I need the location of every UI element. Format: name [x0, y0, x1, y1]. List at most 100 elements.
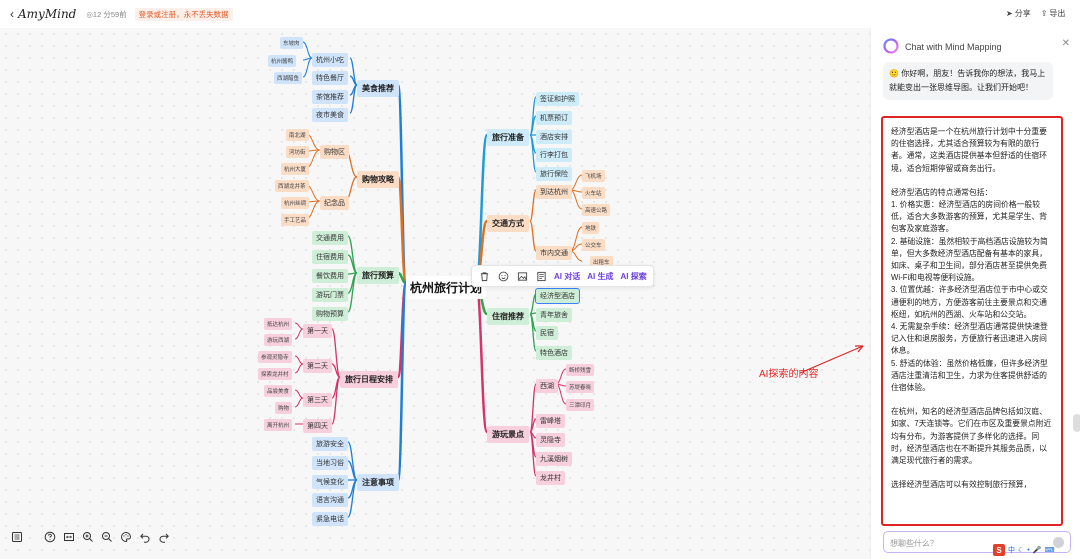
- leaf-node[interactable]: 河坊街: [286, 146, 309, 158]
- note-icon[interactable]: [535, 270, 547, 282]
- leaf-node[interactable]: 杭州大厦: [281, 163, 310, 175]
- branch-itinerary[interactable]: 旅行日程安排: [340, 371, 398, 388]
- branch-food[interactable]: 美食推荐: [357, 80, 399, 97]
- emoji-icon[interactable]: [497, 270, 509, 282]
- sub-node[interactable]: 特色餐厅: [312, 71, 348, 85]
- leaf-node[interactable]: 杭州丝绸: [281, 197, 310, 209]
- answer-paragraph: 选择经济型酒店可以有效控制旅行预算，: [891, 480, 1032, 490]
- leaf-node[interactable]: 手工艺品: [281, 214, 310, 226]
- sub-node[interactable]: 九溪烟树: [536, 452, 572, 466]
- send-button[interactable]: [1053, 537, 1064, 548]
- chevron-left-icon[interactable]: ‹: [10, 7, 14, 21]
- sub-node[interactable]: 旅游安全: [312, 437, 348, 451]
- leaf-node[interactable]: 公交车: [582, 239, 605, 251]
- sub-node[interactable]: 购物区: [320, 145, 349, 159]
- sub-node[interactable]: 第一天: [303, 324, 332, 338]
- close-icon[interactable]: ✕: [1061, 38, 1070, 49]
- leaf-node[interactable]: 西湖醋鱼: [274, 72, 303, 84]
- outline-icon[interactable]: [10, 530, 23, 543]
- leaf-node[interactable]: 抵达杭州: [264, 318, 293, 330]
- mindmap-canvas[interactable]: 杭州旅行计划 美食推荐 杭州小吃 特色餐厅 茶馆推荐 夜市美食 东坡肉 杭州酱鸭…: [0, 28, 870, 559]
- zoom-out-icon[interactable]: [100, 530, 113, 543]
- sub-node[interactable]: 第三天: [303, 393, 332, 407]
- theme-icon[interactable]: [119, 530, 132, 543]
- sub-node[interactable]: 交通费用: [312, 231, 348, 245]
- export-button[interactable]: ⇪导出: [1040, 9, 1066, 18]
- sub-node[interactable]: 西湖: [536, 379, 558, 393]
- sub-node[interactable]: 游玩门票: [312, 288, 348, 302]
- sub-node[interactable]: 青年旅舍: [536, 308, 572, 322]
- redo-icon[interactable]: [157, 530, 170, 543]
- chat-input[interactable]: 想聊些什么？: [883, 531, 1071, 553]
- sub-node[interactable]: 特色酒店: [536, 346, 572, 360]
- leaf-node[interactable]: 火车站: [582, 187, 605, 199]
- sub-node[interactable]: 旅行保险: [536, 167, 572, 181]
- leaf-node[interactable]: 游玩西湖: [264, 334, 293, 346]
- sub-node[interactable]: 机票预订: [536, 111, 572, 125]
- leaf-node[interactable]: 飞机场: [582, 170, 605, 182]
- sub-node[interactable]: 龙井村: [536, 471, 565, 485]
- leaf-node[interactable]: 南北湖: [286, 129, 309, 141]
- branch-shopping[interactable]: 购物攻略: [357, 171, 399, 188]
- answer-paragraph: 经济型酒店是一个在杭州旅行计划中十分重要的住宿选择，尤其适合预算较为有限的旅行者…: [891, 127, 1047, 173]
- leaf-node[interactable]: 三潭印月: [566, 399, 595, 411]
- sub-node[interactable]: 第二天: [303, 359, 332, 373]
- leaf-node[interactable]: 断桥残雪: [566, 364, 595, 376]
- sub-node[interactable]: 茶馆推荐: [312, 90, 348, 104]
- fit-screen-icon[interactable]: [62, 530, 75, 543]
- branch-transport[interactable]: 交通方式: [487, 215, 529, 232]
- connector-sub: [529, 313, 537, 352]
- branch-lodging[interactable]: 住宿推荐: [487, 308, 529, 325]
- branch-budget[interactable]: 旅行预算: [357, 267, 399, 284]
- sub-node[interactable]: 气候变化: [312, 475, 348, 489]
- leaf-node[interactable]: 参观灵隐寺: [258, 351, 292, 363]
- sub-node[interactable]: 第四天: [303, 419, 332, 433]
- leaf-node[interactable]: 地铁: [582, 222, 600, 234]
- sogou-icon[interactable]: S: [993, 544, 1005, 556]
- sub-node[interactable]: 民宿: [536, 326, 558, 340]
- sub-node[interactable]: 市内交通: [536, 246, 572, 260]
- leaf-node[interactable]: 杭州酱鸭: [268, 55, 297, 67]
- share-button[interactable]: ➤分享: [1006, 9, 1031, 18]
- branch-prep[interactable]: 旅行准备: [487, 129, 529, 146]
- connector-main: [396, 175, 408, 285]
- image-icon[interactable]: [516, 270, 528, 282]
- login-tip-button[interactable]: 登录或注册，永不丢失数据: [134, 7, 233, 21]
- ai-chat-button[interactable]: AI 对话: [554, 271, 581, 281]
- help-icon[interactable]: [43, 530, 56, 543]
- sub-node[interactable]: 当地习俗: [312, 456, 348, 470]
- sub-node[interactable]: 签证和护照: [536, 92, 579, 106]
- sub-node[interactable]: 雷峰塔: [536, 414, 565, 428]
- zoom-in-icon[interactable]: [81, 530, 94, 543]
- connector-leaf: [294, 397, 304, 408]
- sub-node[interactable]: 语言沟通: [312, 493, 348, 507]
- sub-node[interactable]: 杭州小吃: [312, 53, 348, 67]
- leaf-node[interactable]: 东坡肉: [280, 37, 303, 49]
- scrollbar-handle[interactable]: [1073, 414, 1080, 432]
- center-node[interactable]: 杭州旅行计划: [406, 276, 487, 299]
- sub-node[interactable]: 纪念品: [320, 196, 349, 210]
- ai-generate-button[interactable]: AI 生成: [587, 271, 614, 281]
- ai-explore-button[interactable]: AI 探索: [620, 271, 647, 281]
- sub-node[interactable]: 酒店安排: [536, 130, 572, 144]
- branch-sights[interactable]: 游玩景点: [487, 426, 529, 443]
- leaf-node[interactable]: 苏堤春晓: [566, 381, 595, 393]
- sub-node[interactable]: 住宿费用: [312, 250, 348, 264]
- leaf-node[interactable]: 探索龙井村: [258, 368, 292, 380]
- sub-node[interactable]: 购物预算: [312, 307, 348, 321]
- delete-icon[interactable]: [478, 270, 490, 282]
- sub-node[interactable]: 行李打包: [536, 148, 572, 162]
- leaf-node[interactable]: 离开杭州: [264, 419, 293, 431]
- leaf-node[interactable]: 西湖龙井茶: [275, 180, 309, 192]
- sub-node[interactable]: 夜市美食: [312, 108, 348, 122]
- leaf-node[interactable]: 高速公路: [582, 204, 611, 216]
- sub-node[interactable]: 紧急电话: [312, 512, 348, 526]
- branch-notes[interactable]: 注意事项: [357, 474, 399, 491]
- leaf-node[interactable]: 品尝美食: [264, 385, 293, 397]
- sub-node[interactable]: 到达杭州: [536, 185, 572, 199]
- sub-node[interactable]: 灵隐寺: [536, 433, 565, 447]
- sub-node-selected[interactable]: 经济型酒店: [535, 288, 580, 304]
- undo-icon[interactable]: [138, 530, 151, 543]
- leaf-node[interactable]: 购物: [275, 402, 293, 414]
- sub-node[interactable]: 餐饮费用: [312, 269, 348, 283]
